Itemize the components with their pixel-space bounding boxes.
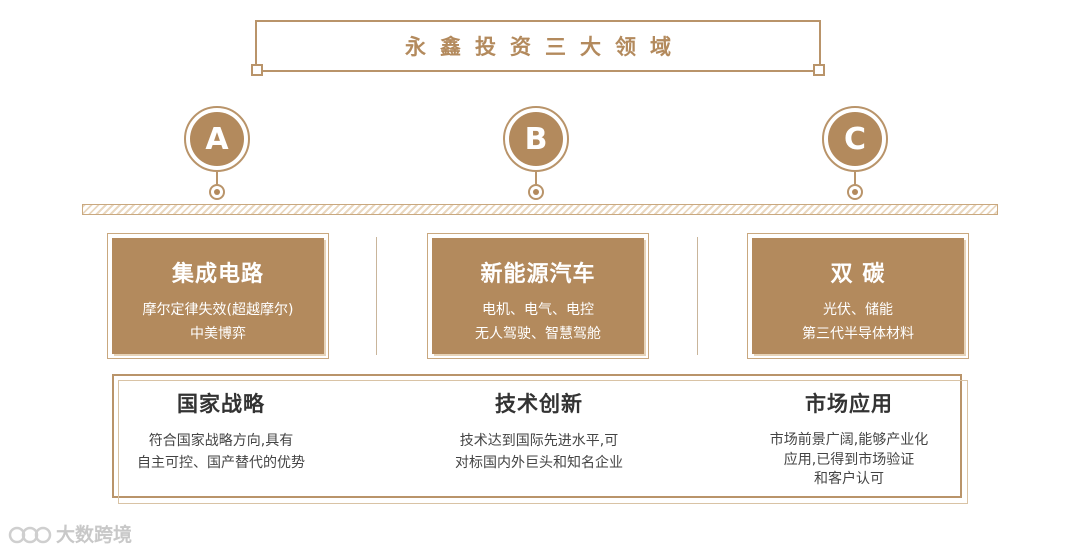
card-line: 摩尔定律失效(超越摩尔) <box>142 302 294 318</box>
watermark: 大数跨境 <box>8 520 132 547</box>
card-title: 集成电路 <box>171 262 264 287</box>
card-ic: 集成电路 摩尔定律失效(超越摩尔) 中美博弈 <box>107 233 329 359</box>
pin-anchor-icon <box>528 184 544 200</box>
column-line: 自主可控、国产替代的优势 <box>137 455 305 471</box>
card-line: 电机、电气、电控 <box>482 302 594 318</box>
card-line: 无人驾驶、智慧驾舱 <box>475 326 601 342</box>
column-market: 市场应用 市场前景广阔,能够产业化 应用,已得到市场验证 和客户认可 <box>714 376 984 488</box>
pin-circle: C <box>828 112 882 166</box>
pin-a: A <box>184 106 254 206</box>
card-title: 新能源汽车 <box>480 262 596 287</box>
column-line: 技术达到国际先进水平,可 <box>459 433 619 449</box>
diagram-title: 永鑫投资三大领域 <box>405 35 685 59</box>
column-line: 符合国家战略方向,具有 <box>148 433 294 449</box>
pin-outer-ring <box>822 106 888 178</box>
divider <box>697 237 698 355</box>
column-title: 技术创新 <box>495 392 583 416</box>
column-strategy: 国家战略 符合国家战略方向,具有 自主可控、国产替代的优势 <box>86 376 356 474</box>
pin-stem <box>854 172 856 186</box>
pin-anchor-icon <box>209 184 225 200</box>
title-frame: 永鑫投资三大领域 <box>251 20 825 76</box>
pin-letter: B <box>524 121 548 157</box>
column-title: 市场应用 <box>805 392 893 416</box>
column-tech: 技术创新 技术达到国际先进水平,可 对标国内外巨头和知名企业 <box>404 376 674 474</box>
divider <box>376 237 377 355</box>
pin-anchor-icon <box>847 184 863 200</box>
pin-letter: C <box>843 121 867 157</box>
column-line: 对标国内外巨头和知名企业 <box>455 455 623 471</box>
pin-letter: A <box>205 121 229 157</box>
card-title: 双 碳 <box>830 262 886 287</box>
watermark-text: 大数跨境 <box>56 524 133 546</box>
pin-outer-ring <box>184 106 250 178</box>
card-line: 光伏、储能 <box>823 302 893 318</box>
card-carbon: 双 碳 光伏、储能 第三代半导体材料 <box>747 233 969 359</box>
pin-circle: A <box>190 112 244 166</box>
column-line: 应用,已得到市场验证 <box>783 452 915 468</box>
watermark-logo-icon <box>8 526 52 543</box>
card-line: 中美博弈 <box>190 326 246 342</box>
criteria-panel: 国家战略 符合国家战略方向,具有 自主可控、国产替代的优势 技术创新 技术达到国… <box>112 374 968 504</box>
pin-c: C <box>822 106 892 206</box>
pin-b: B <box>503 106 573 206</box>
pin-circle: B <box>509 112 563 166</box>
pin-stem <box>535 172 537 186</box>
timeline-band <box>82 204 998 215</box>
column-line: 和客户认可 <box>814 471 884 487</box>
column-title: 国家战略 <box>177 392 265 416</box>
pin-outer-ring <box>503 106 569 178</box>
column-line: 市场前景广阔,能够产业化 <box>769 432 929 448</box>
pin-stem <box>216 172 218 186</box>
card-nev: 新能源汽车 电机、电气、电控 无人驾驶、智慧驾舱 <box>427 233 649 359</box>
card-line: 第三代半导体材料 <box>802 326 914 342</box>
